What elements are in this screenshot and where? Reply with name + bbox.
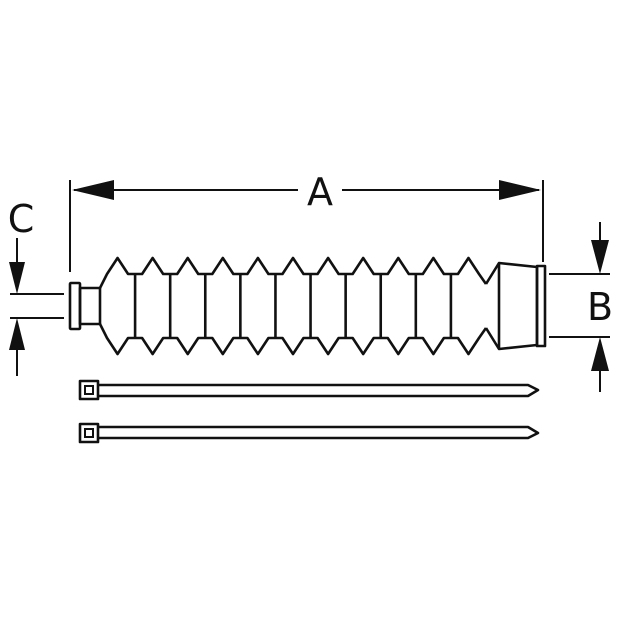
dimension-c: C <box>8 197 64 376</box>
dimension-b-top-arrow <box>591 240 609 274</box>
dimension-c-bottom-arrow <box>9 318 25 350</box>
dimension-b-bottom-arrow <box>591 337 609 371</box>
boot-small-end-collar <box>68 281 82 331</box>
dimension-a-label: A <box>307 170 333 214</box>
dimension-b: B <box>549 222 613 392</box>
cable-tie <box>78 379 540 401</box>
cable-tie-head <box>78 379 100 401</box>
boot-large-end-taper <box>484 261 539 351</box>
dimension-c-label: C <box>8 197 35 241</box>
cable-tie-head <box>78 422 100 444</box>
dimension-a-left-arrow <box>72 180 114 200</box>
boot-small-end-neck <box>78 286 102 326</box>
cable-tie-slot <box>84 428 94 438</box>
boot-fold-lines <box>133 274 453 338</box>
dimension-a-right-arrow <box>499 180 541 200</box>
cable-tie-strap <box>98 383 540 398</box>
cable-tie-slot <box>84 385 94 395</box>
cable-tie <box>78 422 540 444</box>
bellows-boot <box>68 256 547 356</box>
cable-tie-strap <box>98 425 540 440</box>
dimension-c-top-arrow <box>9 262 25 294</box>
boot-large-end-collar <box>535 264 547 348</box>
dimension-b-label: B <box>587 285 613 329</box>
boot-corrugated-body <box>98 256 488 356</box>
dimension-a: A <box>69 170 544 272</box>
